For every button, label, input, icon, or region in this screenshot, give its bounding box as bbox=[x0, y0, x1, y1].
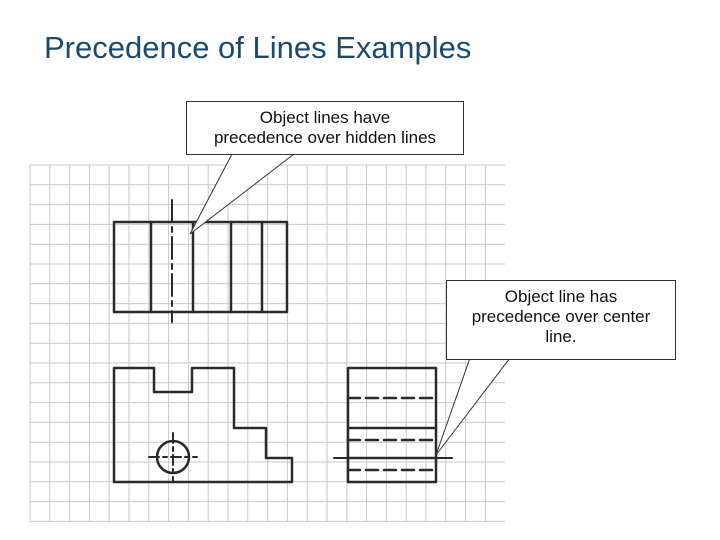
callout-hidden-lines: Object lines have precedence over hidden… bbox=[186, 101, 464, 155]
callout-text: precedence over hidden lines bbox=[213, 128, 437, 147]
callout-text: line. bbox=[545, 327, 577, 346]
callout-center-line: Object line has precedence over center l… bbox=[446, 280, 676, 360]
page-title: Precedence of Lines Examples bbox=[44, 30, 472, 65]
graph-paper-grid bbox=[29, 164, 505, 522]
callout-text: precedence over center bbox=[471, 307, 651, 326]
callout-pointer-center bbox=[435, 357, 512, 456]
sketch-strokes bbox=[112, 199, 453, 484]
side-view-outline bbox=[346, 366, 438, 484]
callout-text: Object line has bbox=[504, 287, 618, 306]
side-view bbox=[333, 366, 453, 484]
front-view bbox=[112, 366, 294, 484]
callout-text: Object lines have bbox=[259, 108, 391, 127]
front-view-outline bbox=[112, 366, 294, 484]
